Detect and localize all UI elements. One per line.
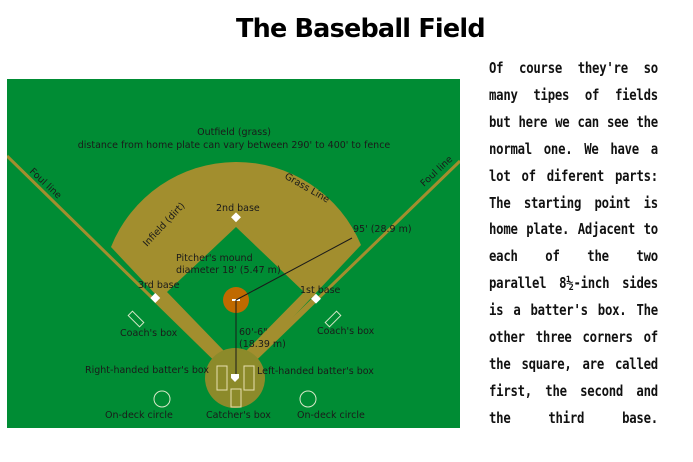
page-title: The Baseball Field (236, 14, 486, 44)
mound-diameter-label: diameter 18' (5.47 m) (176, 265, 281, 276)
mound-label: Pitcher's mound (176, 253, 253, 264)
third-base-label: 3rd base (138, 280, 180, 291)
third-base (150, 293, 161, 303)
rh-batter-box (216, 365, 228, 391)
first-base (311, 293, 321, 304)
radius-label: 95' (28.9 m) (353, 224, 412, 235)
home-plate (231, 374, 239, 382)
on-deck-right-label: On-deck circle (297, 410, 365, 421)
coach-box-left (127, 310, 145, 328)
lh-batter-box (243, 365, 255, 391)
on-deck-circle-right (299, 390, 317, 408)
pitch-distance-metric: (18.39 m) (239, 339, 286, 350)
on-deck-circle-left (153, 390, 171, 408)
rh-batter-box-label: Right-handed batter's box (85, 365, 209, 376)
coach-box-right (324, 310, 342, 328)
second-base-label: 2nd base (216, 203, 260, 214)
catcher-box (230, 388, 242, 408)
second-base (231, 212, 241, 223)
outfield-label: Outfield (grass) (197, 127, 271, 138)
coach-box-right-label: Coach's box (317, 326, 375, 337)
baseball-field-diagram: Outfield (grass) distance from home plat… (7, 79, 460, 428)
first-base-label: 1st base (300, 285, 341, 296)
description-panel: Of course they're so many tipes of field… (489, 55, 658, 432)
outfield-note: distance from home plate can vary betwee… (78, 140, 391, 151)
description-text: Of course they're so many tipes of field… (489, 59, 658, 427)
catcher-box-label: Catcher's box (206, 410, 271, 421)
coach-box-left-label: Coach's box (120, 328, 178, 339)
on-deck-left-label: On-deck circle (105, 410, 173, 421)
radius-line (235, 237, 353, 301)
lh-batter-box-label: Left-handed batter's box (257, 366, 374, 377)
pitch-distance-label: 60'-6" (239, 327, 268, 338)
